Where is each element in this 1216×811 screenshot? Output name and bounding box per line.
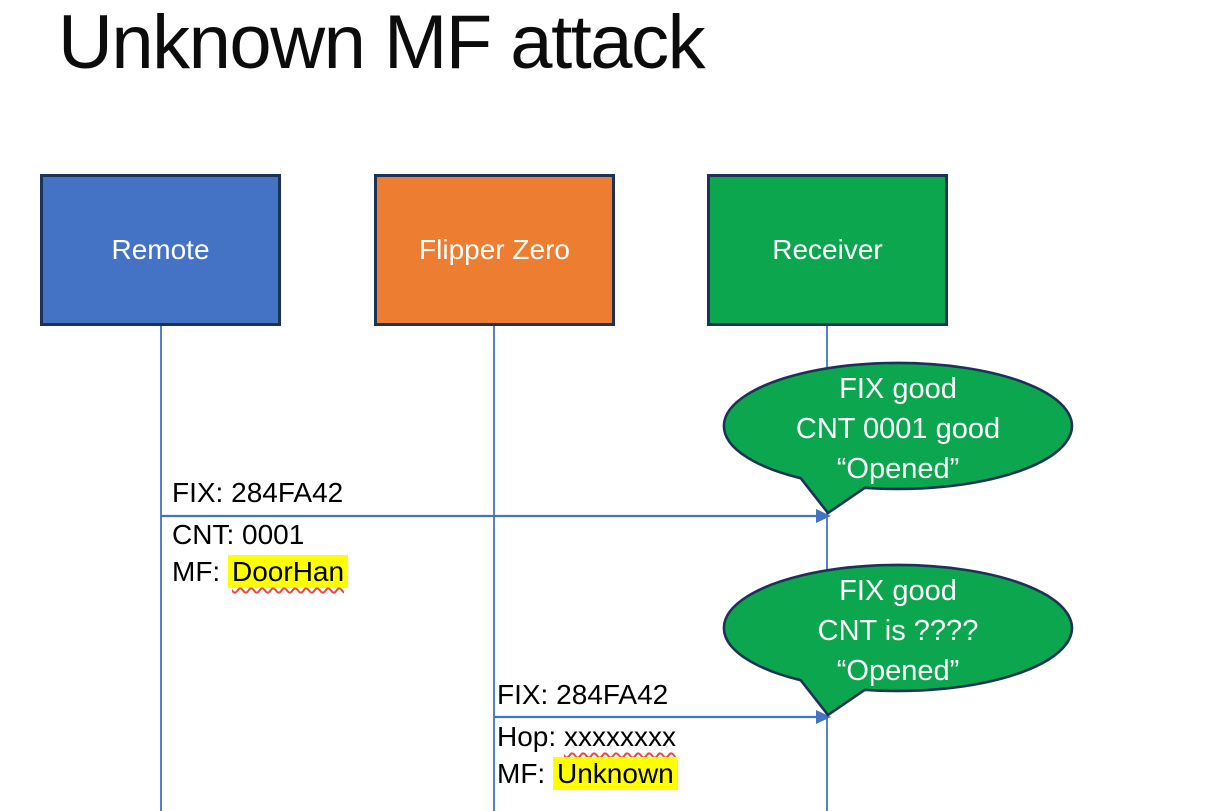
message-2-label-above-line: FIX: 284FA42	[497, 679, 669, 710]
highlighted-value: DoorHan	[228, 555, 349, 588]
receiver-callout-bubble-2	[722, 563, 1074, 717]
callout-line: FIX good	[839, 373, 957, 405]
actor-box-remote: Remote	[40, 174, 281, 326]
message-1-label-below-line-2: MF: DoorHan	[172, 555, 349, 589]
actor-box-receiver: Receiver	[707, 174, 948, 326]
field-value: 0001	[242, 519, 305, 550]
callout-line: “Opened”	[836, 655, 960, 687]
field-prefix: MF:	[172, 556, 228, 587]
message-1-label-above-line: FIX: 284FA42	[172, 477, 344, 508]
highlighted-value: Unknown	[553, 757, 678, 790]
callout-line: CNT 0001 good	[795, 413, 1001, 445]
field-prefix: CNT:	[172, 519, 242, 550]
arrowhead-icon	[816, 509, 831, 523]
receiver-callout-bubble-1	[722, 361, 1074, 515]
message-1-label-below-line-1: CNT: 0001	[172, 518, 304, 552]
message-arrow-remote-to-receiver	[161, 509, 831, 523]
field-prefix: Hop:	[497, 721, 564, 752]
callout-2-text: FIX good CNT is ???? “Opened”	[740, 571, 1056, 691]
arrowhead-icon	[816, 710, 831, 724]
spellchecked-value: xxxxxxxx	[563, 721, 676, 752]
callout-1-text: FIX good CNT 0001 good “Opened”	[740, 369, 1056, 489]
callout-line: FIX good	[839, 575, 957, 607]
message-arrow-flipper-to-receiver	[494, 710, 831, 724]
message-2-label-below-line-1: Hop: xxxxxxxx	[497, 720, 676, 754]
actor-label-flipper-zero: Flipper Zero	[419, 234, 570, 265]
message-2-label-below-line-2: MF: Unknown	[497, 757, 678, 791]
field-prefix: MF:	[497, 758, 553, 789]
actor-label-receiver: Receiver	[772, 234, 883, 265]
actor-label-remote: Remote	[111, 234, 210, 265]
callout-line: CNT is ????	[817, 615, 979, 647]
slide-title: Unknown MF attack	[58, 0, 706, 85]
callout-line: “Opened”	[836, 453, 960, 485]
actor-box-flipper-zero: Flipper Zero	[374, 174, 615, 326]
